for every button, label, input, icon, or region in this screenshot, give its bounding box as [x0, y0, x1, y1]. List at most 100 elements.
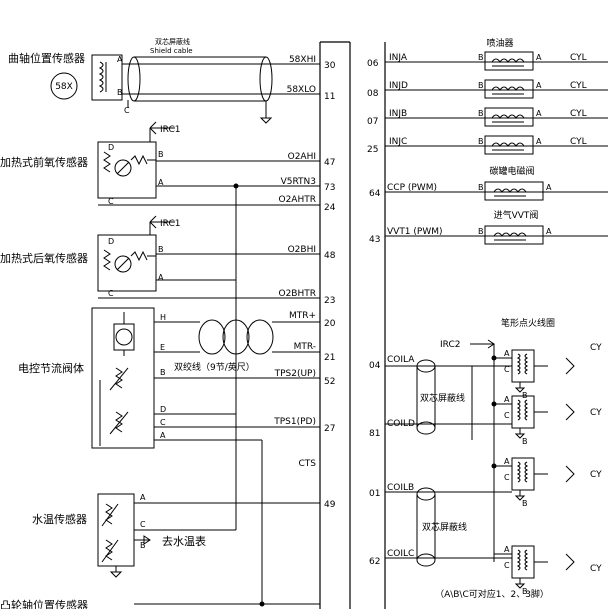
signal-injd: INJD: [389, 81, 408, 91]
signal-tps1: TPS1(PD): [273, 417, 316, 427]
inj-a-a-letter: A: [536, 53, 542, 62]
signal-cts: CTS: [299, 459, 317, 469]
pin-25: 25: [367, 145, 378, 155]
cam-sensor-label: 凸轮轴位置传感器: [0, 598, 88, 609]
signal-o2bhi: O2BHI: [288, 245, 316, 255]
signal-inja: INJA: [389, 53, 408, 63]
signal-o2ahtr: O2AHTR: [279, 195, 317, 205]
throttle-h-letter: H: [160, 313, 166, 322]
coil1-c-letter: C: [504, 365, 510, 374]
right-pin-labels: 06 INJA CYL 08 INJD CYL 07 INJB CYL 25 I…: [367, 53, 587, 245]
coil-wires: [385, 365, 512, 559]
signal-injb: INJB: [389, 109, 407, 119]
irc1-a-label: IRC1: [160, 125, 180, 135]
pin-48: 48: [324, 251, 336, 261]
pin-06: 06: [367, 59, 379, 69]
pin-62: 62: [369, 557, 380, 567]
pin-04: 04: [369, 361, 381, 371]
signal-coilb: COILB: [387, 483, 414, 493]
inj-c-a-letter: A: [536, 137, 542, 146]
coil2-b-letter: B: [522, 437, 528, 446]
junction-cam: [259, 601, 265, 607]
crank-pin-a-letter: A: [117, 55, 123, 64]
pin-23: 23: [324, 296, 335, 306]
irc1-a-arrow: [149, 121, 175, 135]
cyl-coil-a: CY: [590, 343, 602, 353]
coil3-c-letter: C: [504, 473, 510, 482]
crank-sensor-box: [91, 54, 123, 101]
coil2-a-letter: A: [504, 395, 510, 404]
front-o2-c-letter: C: [108, 197, 114, 206]
cyl-b: CYL: [570, 109, 587, 119]
shield-cable-lower-label: 双芯屏蔽线: [422, 521, 467, 533]
pin-01: 01: [369, 489, 380, 499]
coolant-a-letter: A: [140, 493, 146, 502]
pin-08: 08: [367, 89, 379, 99]
signal-mtr-plus: MTR+: [289, 311, 316, 321]
left-pin-labels: 58XHI 30 58XLO 11 O2AHI 47 V5RTN3 73 O2A…: [273, 55, 335, 510]
pin-27: 27: [324, 424, 335, 434]
ccp-b-letter: B: [478, 183, 484, 192]
canister-label: 碳罐电磁阀: [489, 165, 534, 177]
pin-73: 73: [324, 183, 335, 193]
coolant-box: [97, 493, 135, 578]
irc2-arrow: [470, 339, 495, 349]
junction-coil-3: [491, 463, 497, 469]
front-o2-b-letter: B: [158, 150, 164, 159]
signal-mtr-minus: MTR-: [294, 342, 316, 352]
shield-cable-lower: [416, 487, 436, 567]
rear-o2-b-letter: B: [158, 245, 164, 254]
crank-badge-text: 58X: [55, 82, 73, 92]
signal-ccp: CCP (PWM): [387, 183, 437, 193]
signal-v5rtn3: V5RTN3: [281, 177, 316, 187]
junction-coil-2: [491, 401, 497, 407]
signal-o2ahi: O2AHI: [288, 152, 316, 162]
coil4-c-letter: C: [504, 561, 510, 570]
pin-52: 52: [324, 377, 335, 387]
injector-rows: [385, 51, 608, 155]
rear-o2-box: [97, 234, 157, 292]
injector-label: 喷油器: [486, 37, 513, 49]
inj-c-b-letter: B: [478, 137, 484, 146]
cyl-c: CYL: [570, 137, 587, 147]
front-o2-d-letter: D: [108, 143, 114, 152]
pin-11: 11: [324, 92, 335, 102]
vvt-a-letter: A: [546, 227, 552, 236]
cyl-d: CYL: [570, 81, 587, 91]
cyl-coil-c: CY: [590, 564, 602, 574]
canister-valve: [484, 181, 544, 201]
coolant-label: 水温传感器: [32, 513, 87, 526]
throttle-d-letter: D: [160, 405, 166, 414]
throttle-b-letter: B: [160, 368, 166, 377]
coolant-b-letter: B: [140, 541, 146, 550]
crank-pin-b-letter: B: [117, 88, 123, 97]
coil3-b-letter: B: [522, 499, 528, 508]
front-o2-box: [97, 141, 157, 199]
inj-d-a-letter: A: [536, 81, 542, 90]
signal-58xhi: 58XHI: [289, 55, 316, 65]
inj-b-a-letter: A: [536, 109, 542, 118]
pin-47: 47: [324, 158, 335, 168]
pin-64: 64: [369, 189, 381, 199]
throttle-c-letter: C: [160, 418, 166, 427]
coil1-a-letter: A: [504, 349, 510, 358]
shield-cable-en: Shield cable: [150, 47, 193, 55]
pin-81: 81: [369, 429, 380, 439]
pin-30: 30: [324, 61, 336, 71]
irc1-b-arrow: [149, 215, 175, 229]
coil4-b-letter: B: [522, 587, 528, 596]
to-gauge-label: 去水温表: [162, 534, 206, 548]
gauge-arrow: [143, 535, 151, 545]
ecu-left-block: [319, 41, 351, 609]
vvt-valve: [484, 225, 544, 245]
pin-43: 43: [369, 235, 380, 245]
throttle-a-letter: A: [160, 431, 166, 440]
signal-coilc: COILC: [387, 549, 414, 559]
cyl-a: CYL: [570, 53, 587, 63]
irc2-label: IRC2: [440, 340, 460, 350]
signal-injc: INJC: [389, 137, 407, 147]
rear-o2-a-letter: A: [158, 273, 164, 282]
irc1-b-label: IRC1: [160, 219, 180, 229]
rear-o2-c-letter: C: [108, 289, 114, 298]
vvt-label: 进气VVT阀: [494, 209, 539, 221]
